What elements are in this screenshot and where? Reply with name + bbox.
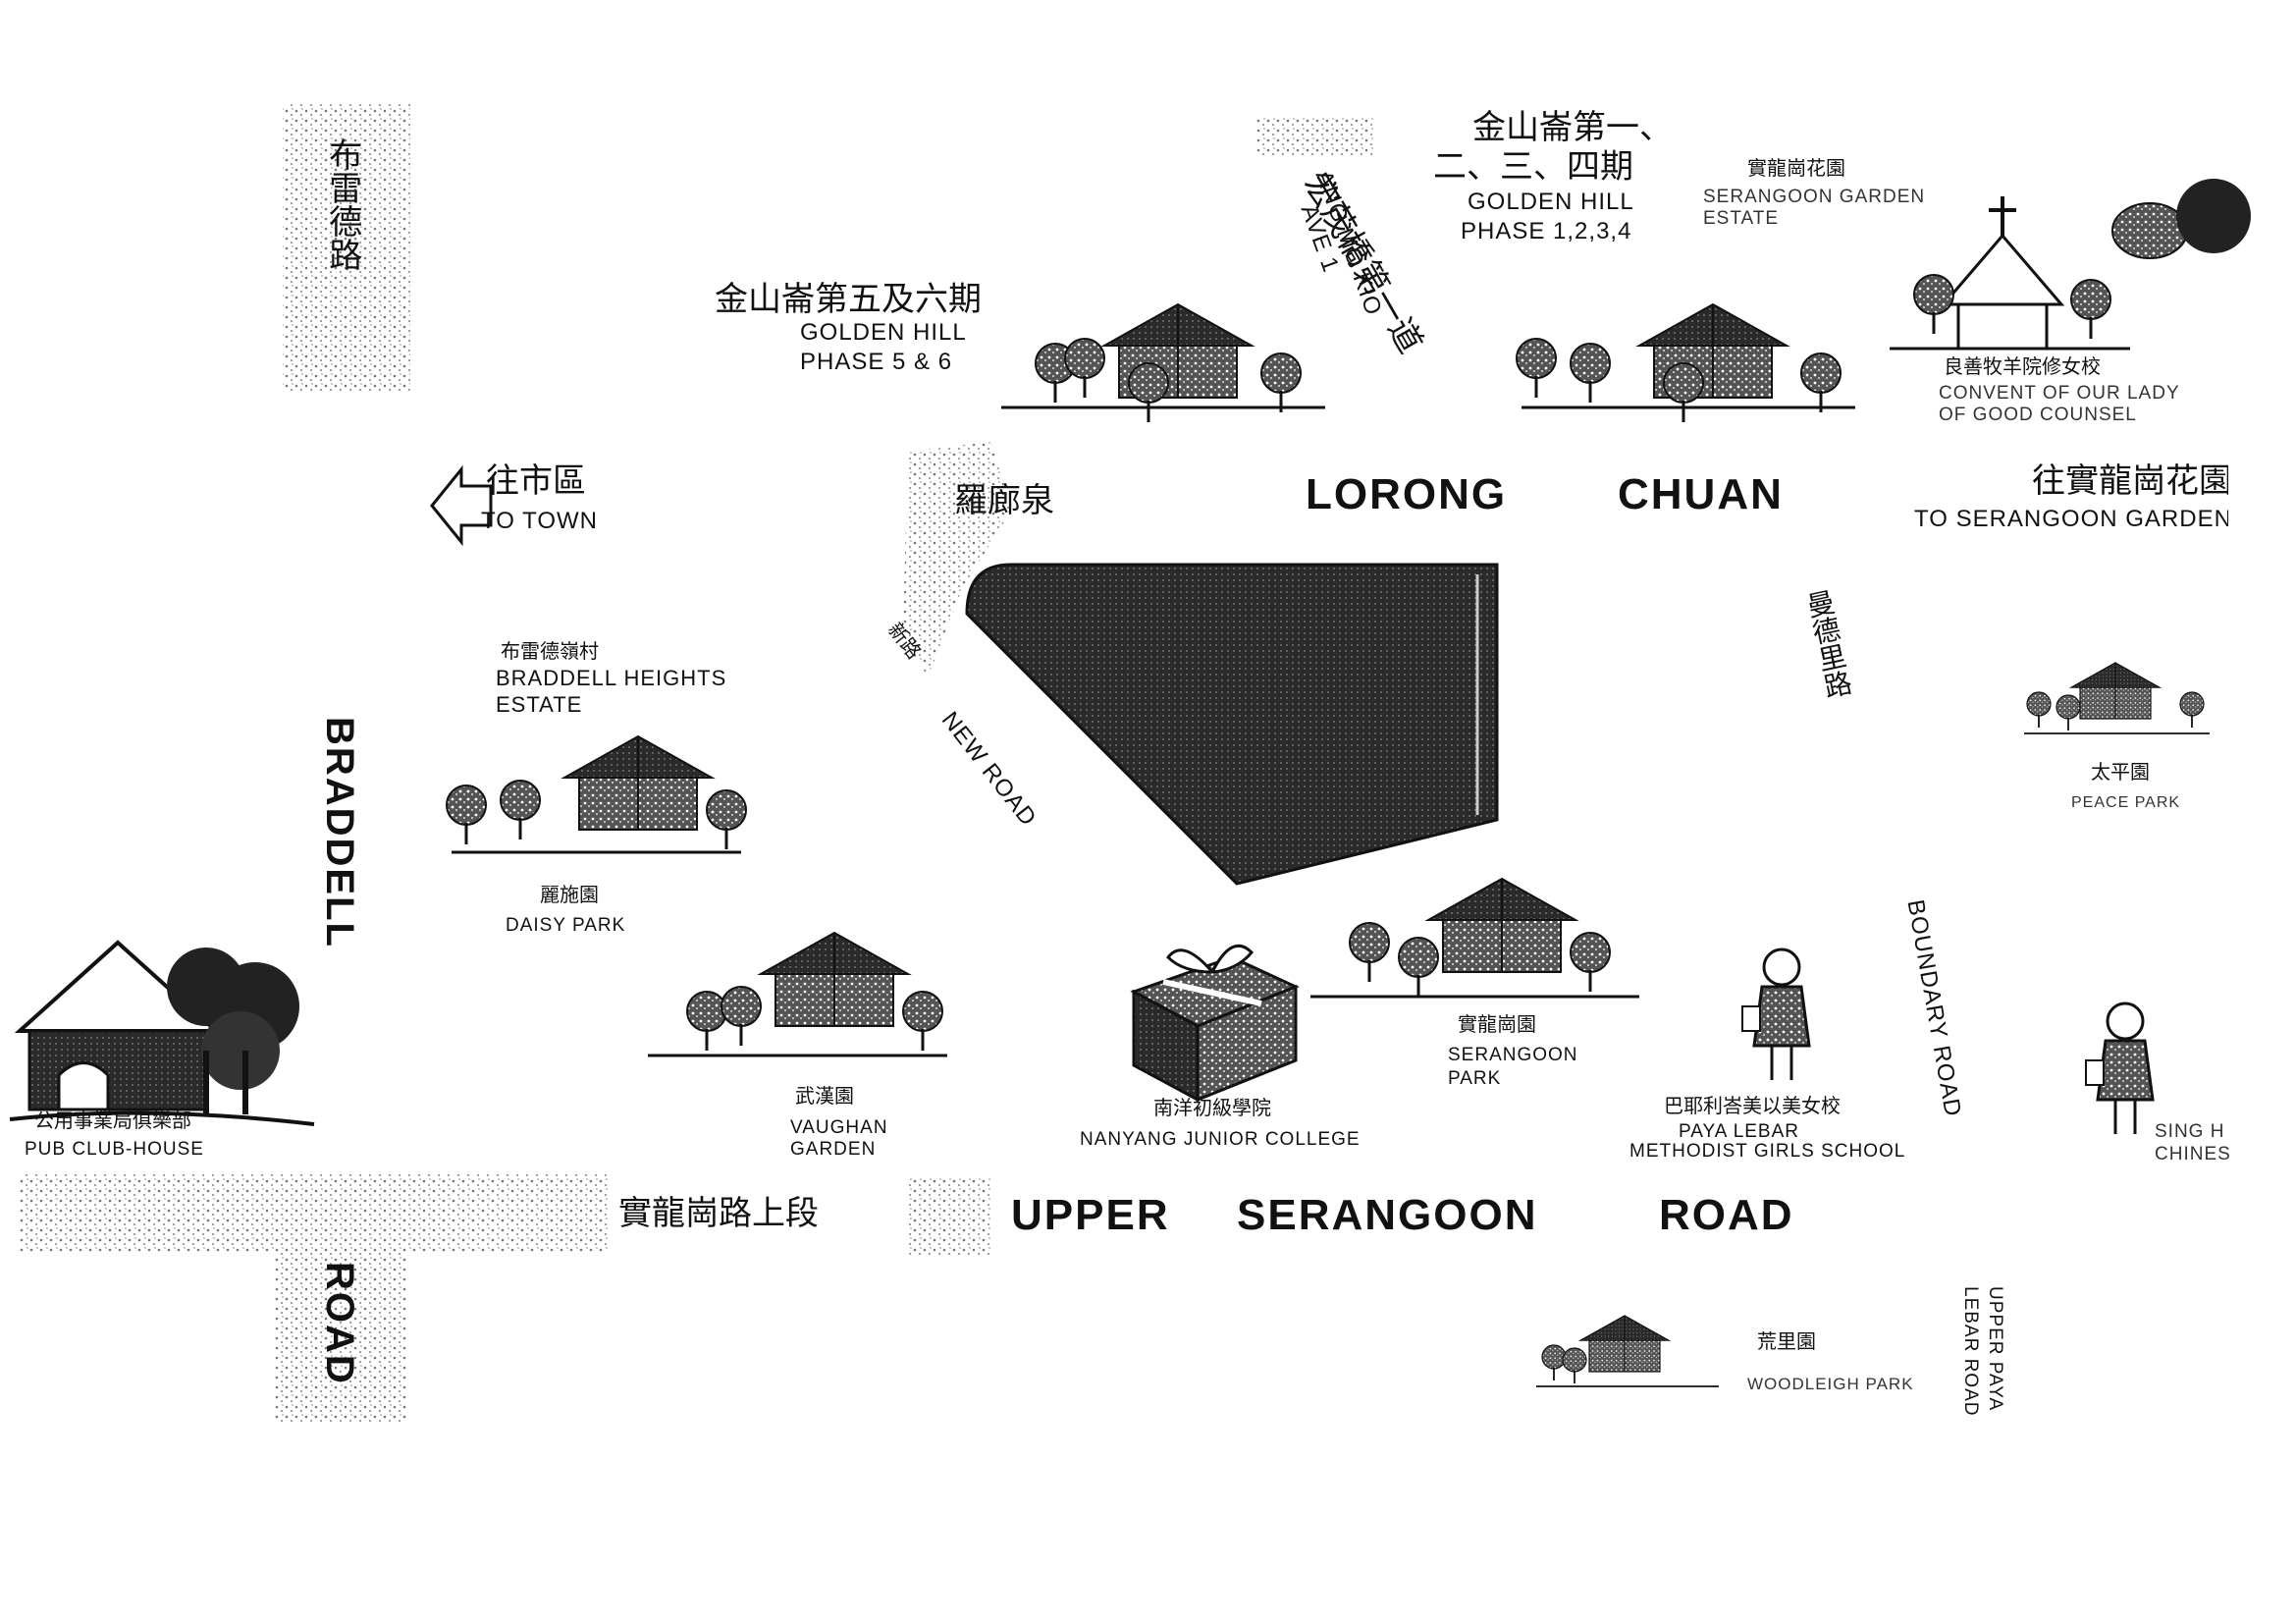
serangoon-garden-estate-2: ESTATE bbox=[1703, 208, 1780, 229]
lorong-chuan-cn: 羅廊泉 bbox=[954, 482, 1054, 519]
woodleigh-cn: 荒里園 bbox=[1757, 1331, 1816, 1353]
house-icon bbox=[1310, 878, 1639, 999]
golden-hill-56-cn: 金山崙第五及六期 bbox=[715, 281, 982, 318]
road-label-braddell-cn: 布雷德路 bbox=[323, 137, 361, 271]
direction-to-serangoon-garden-cn: 往實龍崗花園 bbox=[2032, 462, 2228, 500]
convent-2: OF GOOD COUNSEL bbox=[1939, 405, 2137, 425]
serangoon-garden-estate-cn: 實龍崗花園 bbox=[1747, 158, 1845, 180]
gift-box-icon bbox=[1130, 944, 1300, 1103]
braddell-heights-2: ESTATE bbox=[496, 692, 583, 717]
vaughan-garden-2: GARDEN bbox=[790, 1139, 877, 1160]
house-icon bbox=[1001, 303, 1325, 424]
convent-cn: 良善牧羊院修女校 bbox=[1944, 356, 2101, 378]
direction-to-town-cn: 往市區 bbox=[486, 462, 586, 500]
upper-serangoon-strip-mid bbox=[908, 1178, 991, 1257]
pub-club: PUB CLUB-HOUSE bbox=[25, 1139, 204, 1160]
pub-club-cn: 公用事業局俱樂部 bbox=[34, 1110, 191, 1132]
serangoon-garden-estate-1: SERANGOON GARDEN bbox=[1703, 187, 1926, 207]
braddell-road-bottom-strip bbox=[275, 1247, 407, 1424]
road-label-lorong: LORONG bbox=[1306, 470, 1508, 518]
serangoon-park-cn: 實龍崗園 bbox=[1458, 1014, 1536, 1036]
paya-lebar-1: PAYA LEBAR bbox=[1679, 1121, 1799, 1142]
nanyang-grounds bbox=[965, 563, 1499, 886]
woodleigh: WOODLEIGH PARK bbox=[1747, 1375, 1914, 1393]
golden-hill-1234-1: GOLDEN HILL bbox=[1468, 189, 1634, 215]
daisy-park-cn: 麗施園 bbox=[540, 885, 599, 906]
house-icon bbox=[1535, 1315, 1720, 1387]
road-label-upper-paya-lebar-2: LEBAR ROAD bbox=[1959, 1286, 1981, 1417]
vaughan-garden-1: VAUGHAN bbox=[790, 1117, 888, 1138]
road-label-braddell-road: ROAD bbox=[318, 1262, 361, 1385]
serangoon-park-1: SERANGOON bbox=[1448, 1045, 1578, 1065]
schoolgirl-icon bbox=[2085, 1001, 2155, 1134]
golden-hill-1234-cn-1: 金山崙第一、 bbox=[1472, 109, 1673, 146]
braddell-heights-1: BRADDELL HEIGHTS bbox=[496, 666, 727, 690]
road-label-road: ROAD bbox=[1659, 1191, 1794, 1239]
road-label-chuan: CHUAN bbox=[1618, 470, 1784, 518]
golden-hill-1234-2: PHASE 1,2,3,4 bbox=[1461, 218, 1632, 244]
golden-hill-1234-cn-2: 二、三、四期 bbox=[1433, 148, 1633, 186]
road-label-upper: UPPER bbox=[1011, 1191, 1170, 1239]
peace-park-cn: 太平園 bbox=[2091, 762, 2150, 784]
braddell-road-top-strip bbox=[283, 103, 410, 393]
house-icon bbox=[2023, 662, 2211, 734]
arrow-left-icon bbox=[430, 464, 493, 547]
serangoon-park-2: PARK bbox=[1448, 1068, 1502, 1089]
road-label-braddell: BRADDELL bbox=[318, 717, 361, 948]
daisy-park: DAISY PARK bbox=[506, 915, 626, 936]
road-label-upper-paya-lebar-1: UPPER PAYA bbox=[1984, 1286, 2005, 1412]
upper-serangoon-strip-left bbox=[20, 1173, 609, 1252]
sing-chinese-2: CHINES bbox=[2155, 1144, 2231, 1164]
golden-hill-56-2: PHASE 5 & 6 bbox=[800, 349, 953, 375]
house-icon bbox=[445, 735, 748, 854]
road-label-upper-serangoon-cn: 實龍崗路上段 bbox=[618, 1195, 819, 1232]
schoolgirl-icon bbox=[1741, 947, 1811, 1080]
lorong-chuan-stipple bbox=[903, 442, 1011, 677]
convent-1: CONVENT OF OUR LADY bbox=[1939, 383, 2180, 404]
direction-to-town: TO TOWN bbox=[481, 508, 599, 534]
vaughan-garden-cn: 武漢園 bbox=[795, 1086, 854, 1108]
pub-club-house-icon bbox=[9, 940, 315, 1126]
peace-park: PEACE PARK bbox=[2071, 794, 2181, 811]
ang-mo-kio-strip bbox=[1256, 118, 1374, 157]
sing-chinese-1: SING H bbox=[2155, 1121, 2225, 1142]
road-label-serangoon: SERANGOON bbox=[1237, 1191, 1538, 1239]
nanyang-cn: 南洋初級學院 bbox=[1153, 1098, 1271, 1119]
house-icon bbox=[648, 932, 947, 1057]
braddell-heights-cn: 布雷德嶺村 bbox=[501, 641, 599, 663]
golden-hill-56-1: GOLDEN HILL bbox=[800, 319, 967, 346]
house-icon bbox=[1515, 303, 1855, 424]
direction-to-serangoon-garden: TO SERANGOON GARDEN bbox=[1914, 506, 2228, 532]
paya-lebar-2: METHODIST GIRLS SCHOOL bbox=[1629, 1141, 1906, 1162]
paya-lebar-cn: 巴耶利峇美以美女校 bbox=[1664, 1096, 1841, 1117]
nanyang: NANYANG JUNIOR COLLEGE bbox=[1080, 1129, 1361, 1150]
church-icon bbox=[1890, 179, 2251, 351]
